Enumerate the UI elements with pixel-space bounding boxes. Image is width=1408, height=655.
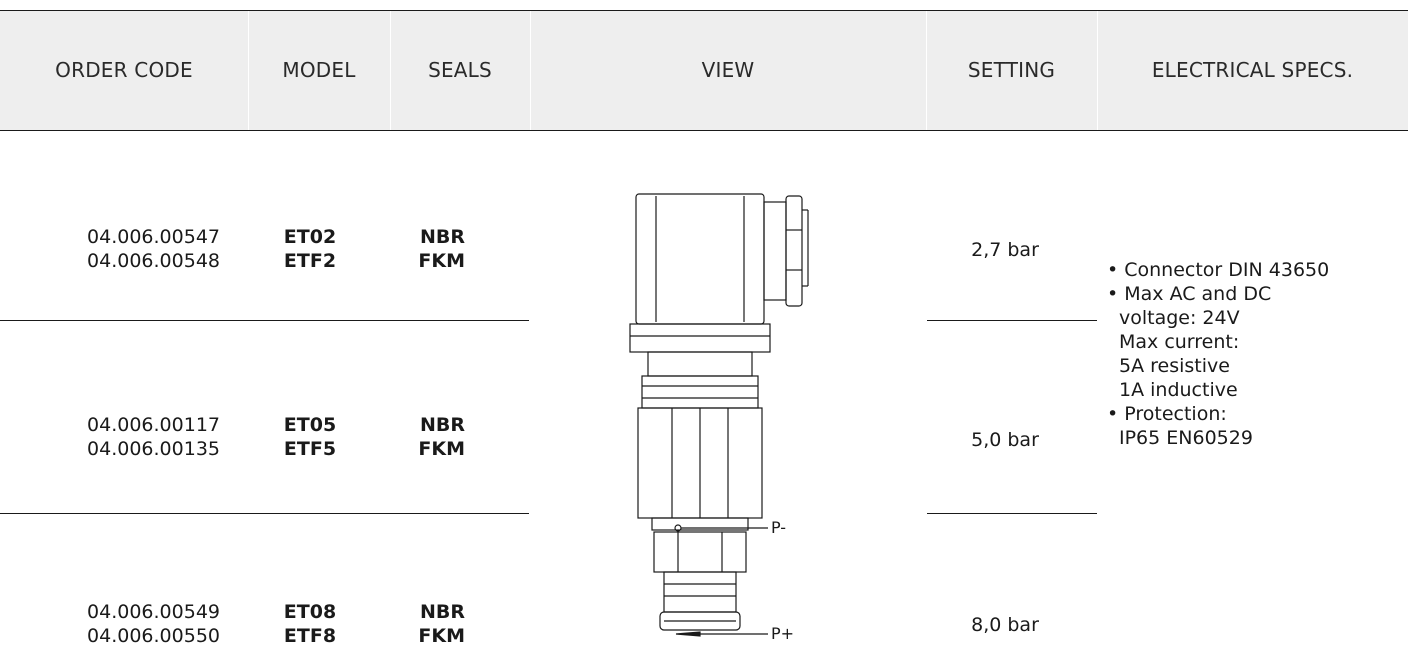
row-separator bbox=[0, 513, 529, 514]
header-divider bbox=[1097, 10, 1098, 130]
models-row-2: ET05 ETF5 bbox=[255, 413, 365, 461]
seal-material: NBR bbox=[419, 414, 465, 436]
order-codes-row-2: 04.006.00117 04.006.00135 bbox=[10, 413, 220, 461]
order-code: 04.006.00548 bbox=[87, 250, 220, 272]
seal-material: FKM bbox=[418, 438, 465, 460]
order-code: 04.006.00117 bbox=[87, 414, 220, 436]
header-model: MODEL bbox=[282, 58, 356, 82]
port-plus-label: P+ bbox=[771, 624, 794, 643]
order-code: 04.006.00547 bbox=[87, 226, 220, 248]
header-view: VIEW bbox=[701, 58, 755, 82]
spec-line: • Max AC and DC bbox=[1107, 283, 1272, 305]
header-order-code: ORDER CODE bbox=[55, 58, 193, 82]
setting-row-2: 5,0 bar bbox=[971, 429, 1039, 451]
header-divider bbox=[926, 10, 927, 130]
header-divider bbox=[248, 10, 249, 130]
header-electrical-specs: ELECTRICAL SPECS. bbox=[1151, 58, 1354, 82]
spec-line: 1A inductive bbox=[1119, 379, 1238, 401]
header-bottom-rule bbox=[0, 130, 1408, 131]
spec-line: IP65 EN60529 bbox=[1119, 427, 1253, 449]
seals-row-2: NBR FKM bbox=[345, 413, 465, 461]
order-code: 04.006.00549 bbox=[87, 601, 220, 623]
connector-collar bbox=[629, 323, 771, 353]
seals-row-1: NBR FKM bbox=[345, 225, 465, 273]
model-code: ETF5 bbox=[283, 438, 337, 460]
setting-row-1: 2,7 bar bbox=[971, 239, 1039, 261]
header-setting: SETTING bbox=[967, 58, 1056, 82]
header-divider bbox=[390, 10, 391, 130]
order-codes-row-3: 04.006.00549 04.006.00550 bbox=[10, 600, 220, 648]
spec-line: 5A resistive bbox=[1119, 355, 1230, 377]
row-separator bbox=[927, 320, 1097, 321]
model-code: ETF2 bbox=[283, 250, 337, 272]
table-header bbox=[0, 10, 1408, 130]
order-code: 04.006.00550 bbox=[87, 625, 220, 647]
electrical-specs: • Connector DIN 43650 • Max AC and DC vo… bbox=[1107, 258, 1329, 450]
upper-body bbox=[641, 375, 759, 409]
header-top-rule bbox=[0, 10, 1408, 11]
order-code: 04.006.00135 bbox=[87, 438, 220, 460]
order-codes-row-1: 04.006.00547 04.006.00548 bbox=[10, 225, 220, 273]
models-row-3: ET08 ETF8 bbox=[255, 600, 365, 648]
lower-hex bbox=[653, 531, 747, 573]
threaded-stem bbox=[663, 571, 737, 613]
spec-line: • Connector DIN 43650 bbox=[1107, 259, 1330, 281]
row-separator bbox=[927, 513, 1097, 514]
seals-row-3: NBR FKM bbox=[345, 600, 465, 648]
seal-material: FKM bbox=[418, 250, 465, 272]
model-code: ET02 bbox=[283, 226, 337, 248]
connector-head bbox=[635, 193, 765, 325]
spec-line: Max current: bbox=[1119, 331, 1240, 353]
model-code: ET05 bbox=[283, 414, 337, 436]
spec-line: • Protection: bbox=[1107, 403, 1227, 425]
seal-material: NBR bbox=[419, 601, 465, 623]
cable-gland bbox=[763, 201, 787, 301]
spec-line: voltage: 24V bbox=[1119, 307, 1240, 329]
row-separator bbox=[0, 320, 529, 321]
seal-material: NBR bbox=[419, 226, 465, 248]
setting-row-3: 8,0 bar bbox=[971, 614, 1039, 636]
header-divider bbox=[530, 10, 531, 130]
model-code: ETF8 bbox=[283, 625, 337, 647]
header-seals: SEALS bbox=[428, 58, 492, 82]
models-row-1: ET02 ETF2 bbox=[255, 225, 365, 273]
model-code: ET08 bbox=[283, 601, 337, 623]
seal-material: FKM bbox=[418, 625, 465, 647]
pressure-switch-drawing: P- P+ bbox=[629, 193, 809, 643]
port-minus-label: P- bbox=[771, 518, 786, 537]
